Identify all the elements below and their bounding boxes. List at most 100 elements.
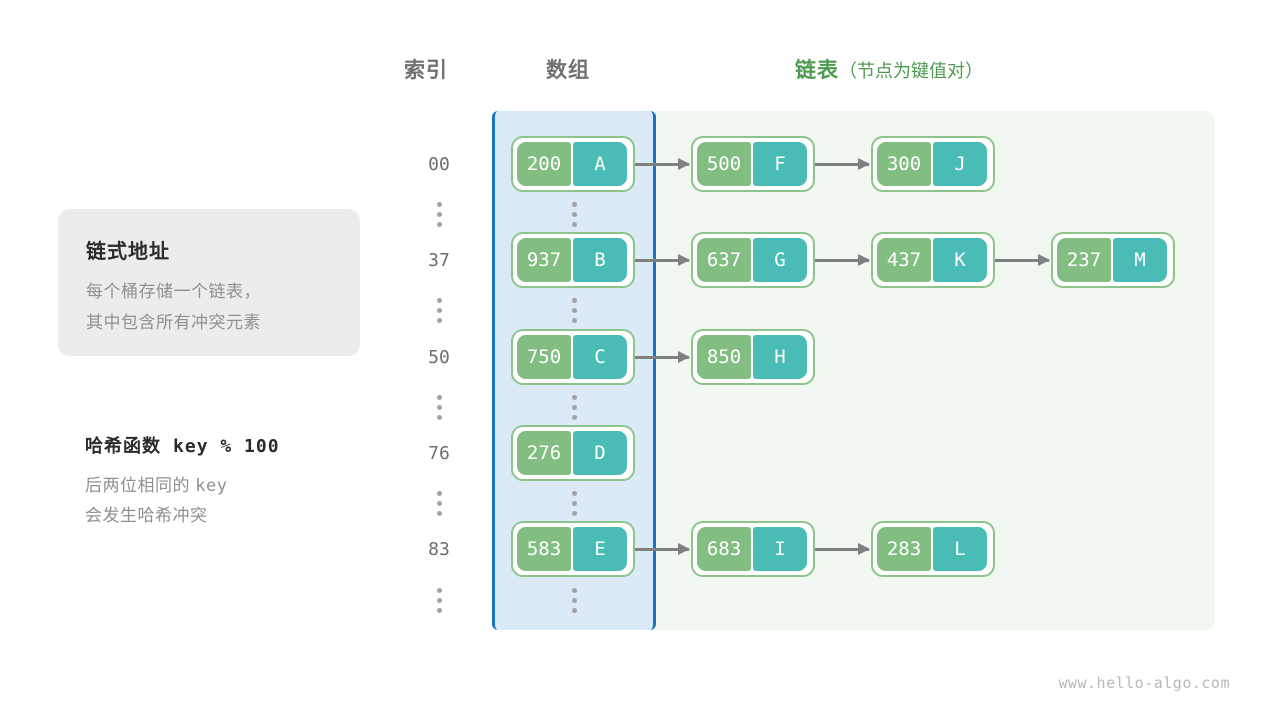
ellipsis-dot <box>436 395 442 400</box>
info-card: 链式地址 每个桶存储一个链表， 其中包含所有冲突元素 <box>58 209 360 356</box>
node-value: I <box>753 527 807 571</box>
ellipsis-dot <box>571 491 577 496</box>
chain-arrow <box>635 254 690 266</box>
ellipsis-dot <box>571 298 577 303</box>
ellipsis-dot <box>436 212 442 217</box>
chain-arrow <box>635 158 690 170</box>
node-value: F <box>753 142 807 186</box>
ellipsis-dot <box>571 501 577 506</box>
ellipsis-dot <box>436 491 442 496</box>
ellipsis-dots <box>404 395 474 420</box>
chain-arrow <box>815 158 870 170</box>
ellipsis-dot <box>436 202 442 207</box>
node-value: H <box>753 335 807 379</box>
node-key: 300 <box>877 142 931 186</box>
ellipsis-dot <box>436 308 442 313</box>
node-key: 200 <box>517 142 571 186</box>
node-value: L <box>933 527 987 571</box>
node-value: C <box>573 335 627 379</box>
node-value: A <box>573 142 627 186</box>
hash-function-line-1-mono: key <box>195 476 228 496</box>
node-value: E <box>573 527 627 571</box>
node-value: G <box>753 238 807 282</box>
ellipsis-dot <box>571 608 577 613</box>
node-value: J <box>933 142 987 186</box>
index-label: 83 <box>428 539 450 560</box>
ellipsis-dot <box>571 308 577 313</box>
ellipsis-dots <box>539 395 609 420</box>
info-card-body: 每个桶存储一个链表， 其中包含所有冲突元素 <box>86 276 261 338</box>
chain-arrow <box>815 254 870 266</box>
node-key: 937 <box>517 238 571 282</box>
ellipsis-dot <box>436 511 442 516</box>
ellipsis-dot <box>436 405 442 410</box>
chain-arrow <box>635 543 690 555</box>
node-key: 583 <box>517 527 571 571</box>
node-key: 750 <box>517 335 571 379</box>
index-label: 37 <box>428 250 450 271</box>
hash-function-line-1: 后两位相同的 key <box>85 471 385 501</box>
chain-arrow <box>815 543 870 555</box>
ellipsis-dot <box>436 608 442 613</box>
ellipsis-dots <box>404 202 474 227</box>
ellipsis-dot <box>571 395 577 400</box>
ellipsis-dot <box>571 598 577 603</box>
ellipsis-dot <box>571 212 577 217</box>
hash-function-title: 哈希函数 key % 100 <box>85 432 385 458</box>
watermark: www.hello-algo.com <box>1058 674 1230 692</box>
info-card-line-1: 每个桶存储一个链表， <box>86 282 261 301</box>
node-key: 276 <box>517 431 571 475</box>
column-header-linkedlist-main: 链表 <box>795 59 839 82</box>
node-value: D <box>573 431 627 475</box>
ellipsis-dot <box>571 588 577 593</box>
node-key: 683 <box>697 527 751 571</box>
hash-function-expression: key % 100 <box>173 436 280 457</box>
ellipsis-dot <box>436 588 442 593</box>
node-key: 850 <box>697 335 751 379</box>
index-label: 50 <box>428 347 450 368</box>
ellipsis-dot <box>436 501 442 506</box>
node-value: K <box>933 238 987 282</box>
hash-function-body: 后两位相同的 key 会发生哈希冲突 <box>85 471 385 531</box>
column-header-index: 索引 <box>404 59 448 82</box>
node-value: B <box>573 238 627 282</box>
node-value: M <box>1113 238 1167 282</box>
node-key: 283 <box>877 527 931 571</box>
hash-function-note: 哈希函数 key % 100 后两位相同的 key 会发生哈希冲突 <box>85 432 385 531</box>
ellipsis-dots <box>539 298 609 323</box>
ellipsis-dot <box>571 318 577 323</box>
hash-function-line-1-cn: 后两位相同的 <box>85 476 190 495</box>
ellipsis-dot <box>571 222 577 227</box>
ellipsis-dot <box>571 511 577 516</box>
info-card-title: 链式地址 <box>86 241 170 263</box>
node-key: 637 <box>697 238 751 282</box>
ellipsis-dot <box>571 202 577 207</box>
info-card-line-2: 其中包含所有冲突元素 <box>86 313 261 332</box>
ellipsis-dot <box>571 415 577 420</box>
column-header-array: 数组 <box>546 59 590 82</box>
node-key: 437 <box>877 238 931 282</box>
ellipsis-dots <box>539 202 609 227</box>
ellipsis-dots <box>404 588 474 613</box>
ellipsis-dots <box>404 491 474 516</box>
ellipsis-dot <box>436 222 442 227</box>
node-key: 500 <box>697 142 751 186</box>
index-label: 00 <box>428 154 450 175</box>
chain-arrow <box>995 254 1050 266</box>
column-header-linkedlist: 链表（节点为键值对） <box>795 54 983 84</box>
column-header-linkedlist-note: （节点为键值对） <box>839 61 983 81</box>
